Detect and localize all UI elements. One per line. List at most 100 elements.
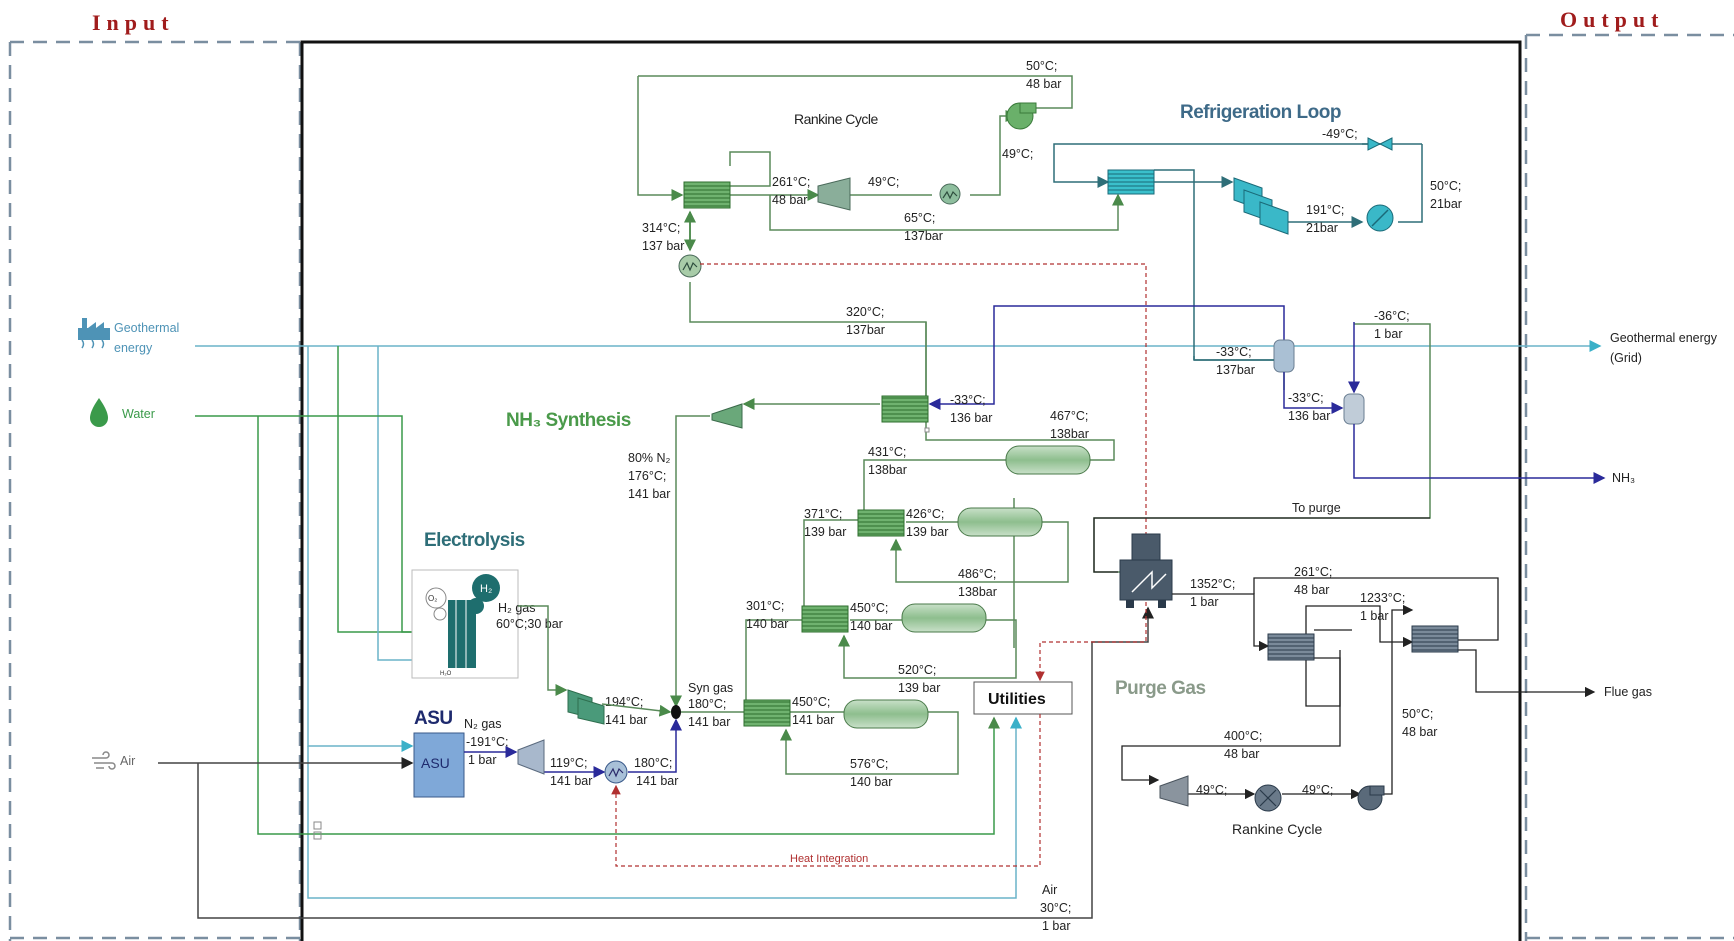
n2-compressor bbox=[517, 739, 545, 775]
label-nh-141bar: 141 bar bbox=[628, 487, 670, 501]
rankine-bottom-title: Rankine Cycle bbox=[1232, 821, 1322, 837]
label-pg-400c: 400°C; bbox=[1224, 729, 1262, 743]
label-asu-119c: 119°C; bbox=[550, 756, 587, 770]
label-air-30c: 30°C; bbox=[1040, 901, 1071, 915]
label-nh-138bar: 138bar bbox=[1050, 427, 1089, 441]
nh3-output-label: NH₃ bbox=[1612, 471, 1635, 485]
label-nh-450c-a: 450°C; bbox=[850, 601, 888, 615]
geothermal-label-2: energy bbox=[114, 341, 153, 355]
utilities-box bbox=[973, 681, 1073, 715]
n2-gas-label: N₂ gas bbox=[464, 717, 502, 731]
label-nh-80n2: 80% N₂ bbox=[628, 451, 671, 465]
purge-lines bbox=[1093, 517, 1596, 800]
label-rt-65c: 65°C; bbox=[904, 211, 935, 225]
label-el-60c: 60°C;30 bar bbox=[496, 617, 563, 631]
label-nh-371c: 371°C; bbox=[804, 507, 842, 521]
utilities-label: Utilities bbox=[988, 691, 1046, 708]
label-pg-48bar-b: 48 bar bbox=[1224, 747, 1259, 761]
heat-integration-lines bbox=[611, 263, 1147, 867]
label-rt-50c: 50°C; bbox=[1026, 59, 1057, 73]
label-nh-450c-b: 450°C; bbox=[792, 695, 830, 709]
label-nh-m33c-b: -33°C; bbox=[1288, 391, 1324, 405]
n2-heater-icon bbox=[604, 760, 628, 784]
reactor-bed-2 bbox=[957, 507, 1043, 537]
label-asu-180c: 180°C; bbox=[634, 756, 672, 770]
o2-bubble-label: O₂ bbox=[428, 594, 437, 603]
label-rt-48bar: 48 bar bbox=[1026, 77, 1061, 91]
label-rt-48bar-b: 48 bar bbox=[772, 193, 807, 207]
label-nh-576c: 576°C; bbox=[850, 757, 888, 771]
nh3-separator-2 bbox=[1343, 393, 1365, 425]
heater-zigzag bbox=[608, 767, 624, 778]
label-nh-136bar: 136 bar bbox=[950, 411, 992, 425]
label-pg-261c: 261°C; bbox=[1294, 565, 1332, 579]
electrolysis-lines bbox=[518, 605, 672, 717]
label-nh-139bar-c: 139 bar bbox=[898, 681, 940, 695]
input-header: Input bbox=[92, 10, 175, 35]
label-pg-48bar: 48 bar bbox=[1294, 583, 1329, 597]
h2-compressors bbox=[567, 689, 605, 725]
water-drop-icon bbox=[90, 398, 108, 427]
nh3-recycle-compressor bbox=[711, 403, 743, 429]
rankine-preheater-icon bbox=[678, 254, 702, 278]
condenser-cross bbox=[1259, 789, 1277, 807]
electrolysis-title: Electrolysis bbox=[424, 530, 525, 551]
rankine-condenser-icon bbox=[939, 183, 961, 205]
label-nh-176c: 176°C; bbox=[628, 469, 666, 483]
label-nh-138bar-b: 138bar bbox=[868, 463, 907, 477]
expansion-valve-icon bbox=[1378, 137, 1393, 151]
geothermal-label-1: Geothermal bbox=[114, 321, 179, 335]
syn-gas-label: Syn gas bbox=[688, 681, 733, 695]
label-nh-m36c: -36°C; bbox=[1374, 309, 1410, 323]
nh3-separator-1 bbox=[1273, 339, 1295, 373]
label-rt-314c: 314°C; bbox=[642, 221, 680, 235]
label-nh-520c: 520°C; bbox=[898, 663, 936, 677]
small-node bbox=[924, 427, 930, 433]
air-input-label: Air bbox=[120, 754, 135, 768]
label-nh-140bar-c: 140 bar bbox=[850, 775, 892, 789]
h2-gas-label: H₂ gas bbox=[498, 601, 536, 615]
nh3-synthesis-title: NH₃ Synthesis bbox=[506, 410, 631, 431]
h2-bubble-label: H₂ bbox=[480, 583, 492, 595]
reactor-bed-3 bbox=[901, 603, 987, 633]
syngas-mixer-node bbox=[671, 705, 681, 719]
flue-gas-output-label: Flue gas bbox=[1604, 685, 1652, 699]
label-asu-m191c: -191°C; bbox=[466, 735, 509, 749]
label-nh-467c: 467°C; bbox=[1050, 409, 1088, 423]
purge-gas-title: Purge Gas bbox=[1115, 678, 1206, 699]
asu-unit bbox=[413, 732, 465, 798]
label-sg-180c: 180°C; bbox=[688, 697, 726, 711]
label-rt-261c: 261°C; bbox=[772, 175, 810, 189]
label-rf-191c: 191°C; bbox=[1306, 203, 1344, 217]
interstage-exchanger-2 bbox=[801, 605, 849, 633]
label-nh-140bar: 140 bar bbox=[746, 617, 788, 631]
asu-lines bbox=[464, 718, 682, 778]
label-nh-139bar: 139 bar bbox=[804, 525, 846, 539]
label-nh-320c: 320°C; bbox=[846, 305, 884, 319]
electrolyzer-icon bbox=[425, 574, 500, 668]
label-pg-1bar-b: 1 bar bbox=[1360, 609, 1389, 623]
label-rf-21bar-b: 21bar bbox=[1306, 221, 1338, 235]
to-purge-label: To purge bbox=[1292, 501, 1341, 515]
junction-marker bbox=[313, 821, 322, 830]
refrigeration-compressors bbox=[1233, 177, 1289, 235]
factory-icon bbox=[78, 318, 110, 349]
purge-pump-icon bbox=[1357, 785, 1385, 811]
reactor-bed-4 bbox=[843, 699, 929, 729]
label-asu-141bar-b: 141 bar bbox=[636, 774, 678, 788]
label-rf-50c: 50°C; bbox=[1430, 179, 1461, 193]
asu-box-label: ASU bbox=[421, 755, 450, 771]
grid-output-label-1: Geothermal energy bbox=[1610, 331, 1718, 345]
label-nh-1bar: 1 bar bbox=[1374, 327, 1403, 341]
output-header: Output bbox=[1560, 7, 1664, 32]
rankine-turbine bbox=[817, 177, 851, 211]
label-rt-137bar: 137bar bbox=[904, 229, 943, 243]
label-pg-49c-b: 49°C; bbox=[1302, 783, 1333, 797]
label-air: Air bbox=[1042, 883, 1057, 897]
plant-boundary bbox=[300, 40, 1522, 941]
purge-furnace bbox=[1119, 533, 1173, 608]
label-nh-431c: 431°C; bbox=[868, 445, 906, 459]
label-rf-21bar: 21bar bbox=[1430, 197, 1462, 211]
label-asu-141bar: 141 bar bbox=[550, 774, 592, 788]
